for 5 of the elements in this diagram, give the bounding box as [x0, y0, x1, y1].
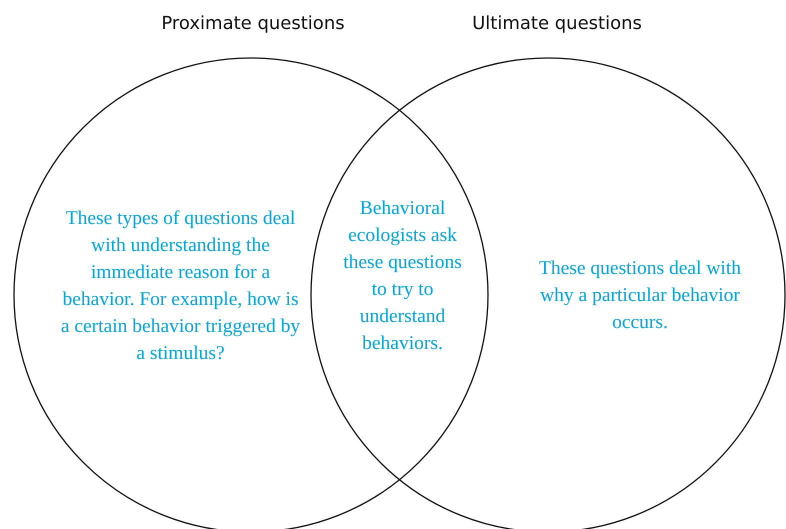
overlap-text: Behavioral ecologists ask these questions to try to understand behaviors. [342, 197, 463, 356]
description-text: These types of questions deal with understanding the immediate reason for a behavior. For example, how is a certain behavior triggered by a stimulus? [60, 207, 302, 366]
circle-heading: Ultimate questions [472, 13, 642, 34]
description-text: These questions deal with why a particular behavior occurs. [538, 257, 742, 335]
circle-heading: Proximate questions [161, 13, 345, 34]
